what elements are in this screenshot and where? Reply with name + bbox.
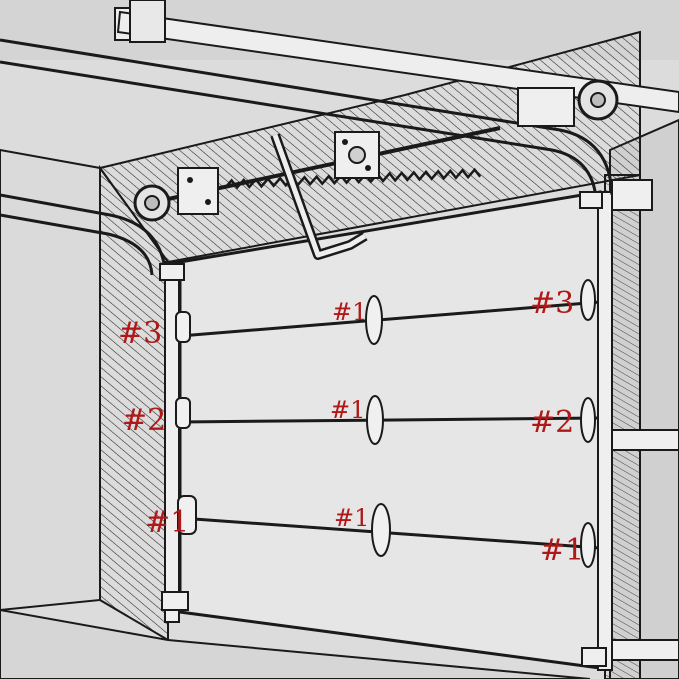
hinge-right-1 (580, 522, 596, 568)
hinge-center-3 (365, 295, 383, 345)
floor (0, 608, 591, 679)
bottom-roller-bracket-right (581, 647, 607, 667)
right-vertical-track (597, 191, 613, 671)
hinge-left-3 (175, 311, 191, 343)
hinge-right-3 (580, 279, 596, 321)
pulley-icon (517, 79, 619, 127)
label-left-row1: #1 (145, 505, 189, 540)
label-right-row3: #3 (530, 286, 574, 321)
label-right-row1: #1 (540, 533, 584, 568)
left-wall (0, 148, 101, 612)
hinge-right-2 (580, 397, 596, 443)
label-left-row2: #2 (122, 403, 166, 438)
left-drum-bracket (133, 167, 219, 222)
bracket-icon (334, 131, 380, 179)
right-horizontal-track (0, 38, 614, 196)
hinge-center-2 (366, 395, 384, 445)
hinge-icon (175, 279, 596, 568)
label-center-row1: #1 (334, 504, 369, 532)
left-vertical-track (164, 261, 180, 623)
section-joint-2 (179, 416, 601, 424)
top-roller-bracket-right (579, 191, 603, 209)
right-track-bracket (611, 179, 653, 211)
hinge-center-1 (371, 503, 391, 557)
label-center-row2: #1 (330, 396, 365, 424)
bottom-roller-bracket-left (161, 591, 189, 611)
label-left-row3: #3 (118, 316, 162, 351)
label-right-row2: #2 (530, 405, 574, 440)
hinge-left-1 (177, 495, 197, 535)
ceiling (0, 0, 679, 60)
right-jamb-bracket (611, 429, 679, 451)
section-joint-3 (179, 300, 601, 338)
label-center-row3: #1 (332, 298, 367, 326)
hinge-left-2 (175, 397, 191, 429)
left-horizontal-track (0, 193, 167, 271)
top-roller-bracket-left (159, 263, 185, 281)
